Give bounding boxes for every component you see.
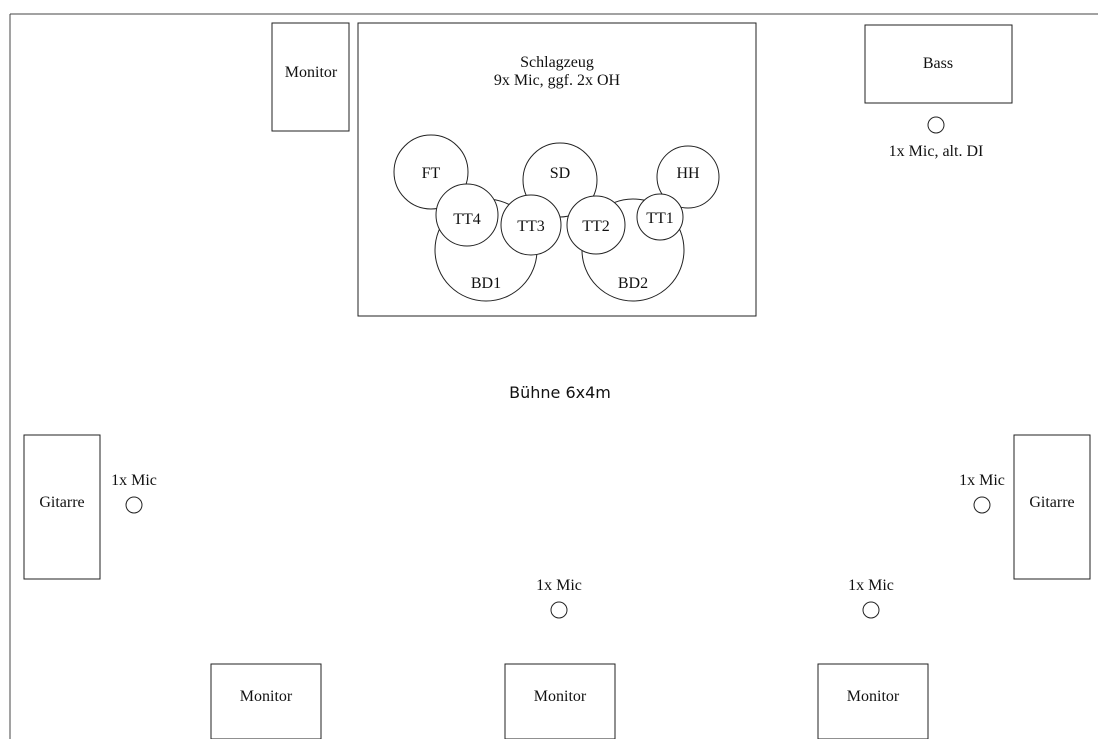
vocal-mic-center[interactable]: 1x Mic [536,577,582,619]
guitar-left-mic-icon [125,496,143,514]
vocal-mic-right[interactable]: 1x Mic [848,577,894,619]
monitor-bottom-right-label: Monitor [847,688,900,705]
drum-hh-label: HH [676,165,700,182]
vocal-mic-center-label: 1x Mic [536,577,582,594]
stage-title: Bühne 6x4m [509,383,611,402]
drum-tt3-label: TT3 [517,218,545,235]
monitor-top-left[interactable]: Monitor [271,22,350,132]
drum-hh[interactable]: HH [656,145,720,209]
drum-tt2-label: TT2 [582,218,610,235]
monitor-bottom-center[interactable]: Monitor [504,663,616,739]
drum-sd-label: SD [550,165,570,182]
guitar-right-mic-label: 1x Mic [959,472,1005,489]
drum-riser[interactable]: Schlagzeug 9x Mic, ggf. 2x OH FT SD HH B… [357,22,757,317]
drum-tt2[interactable]: TT2 [566,195,626,255]
bass-label: Bass [923,55,953,72]
drum-bd1-label: BD1 [471,275,501,292]
bass-mic-label: 1x Mic, alt. DI [889,143,984,160]
vocal-mic-right-icon [862,601,880,619]
monitor-bottom-right[interactable]: Monitor [817,663,929,739]
guitar-left-mic-label: 1x Mic [111,472,157,489]
drum-tt1-label: TT1 [646,210,674,227]
bass-mic-icon [927,116,945,134]
guitar-right-mic[interactable]: 1x Mic [959,472,1005,514]
monitor-bottom-center-label: Monitor [534,688,587,705]
drum-tt1[interactable]: TT1 [636,193,684,241]
guitar-right-mic-icon [973,496,991,514]
drum-tt3[interactable]: TT3 [500,194,562,256]
drum-ft-label: FT [422,165,441,182]
guitar-amp-left[interactable]: Gitarre [23,434,101,580]
bass-amp[interactable]: Bass [864,24,1013,104]
drum-tt4-label: TT4 [453,211,481,228]
bass-mic[interactable]: 1x Mic, alt. DI [889,116,984,160]
drums-title: Schlagzeug [520,54,594,71]
drum-tt4[interactable]: TT4 [435,183,499,247]
vocal-mic-center-icon [550,601,568,619]
guitar-left-label: Gitarre [39,494,84,511]
guitar-left-mic[interactable]: 1x Mic [111,472,157,514]
guitar-right-label: Gitarre [1029,494,1074,511]
monitor-bottom-left-label: Monitor [240,688,293,705]
monitor-bottom-left[interactable]: Monitor [210,663,322,739]
monitor-top-left-label: Monitor [285,64,338,81]
vocal-mic-right-label: 1x Mic [848,577,894,594]
drums-subtitle: 9x Mic, ggf. 2x OH [494,72,621,89]
guitar-amp-right[interactable]: Gitarre [1013,434,1091,580]
drum-bd2-label: BD2 [618,275,648,292]
